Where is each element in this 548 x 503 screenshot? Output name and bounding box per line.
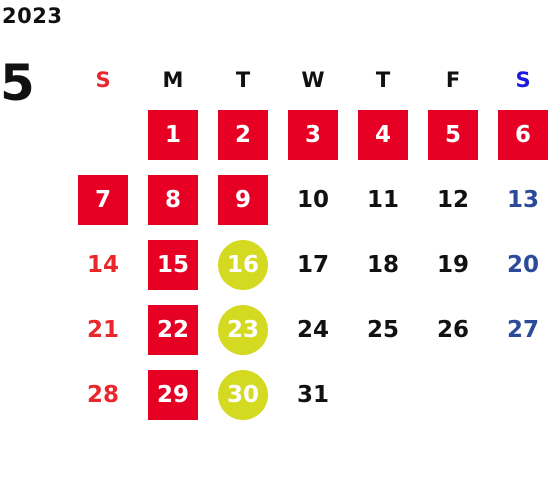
- holiday-date: 5: [428, 109, 478, 160]
- day-cell[interactable]: 21: [68, 297, 138, 362]
- weekday-thursday: T: [348, 60, 418, 102]
- day-cell[interactable]: 30: [208, 362, 278, 427]
- holiday-date: 8: [148, 174, 198, 225]
- date: 11: [366, 186, 399, 213]
- sunday-date: 21: [86, 316, 119, 343]
- day-cell[interactable]: 27: [488, 297, 548, 362]
- calendar-month: 5: [0, 54, 35, 112]
- day-cell[interactable]: 18: [348, 232, 418, 297]
- date: 19: [436, 251, 469, 278]
- weekday-label: T: [375, 68, 391, 92]
- weekday-saturday: S: [488, 60, 548, 102]
- highlighted-date: 16: [218, 239, 268, 290]
- week-row: 28 29 30 31: [68, 362, 548, 427]
- weekday-label: S: [95, 68, 111, 92]
- day-cell[interactable]: 13: [488, 167, 548, 232]
- day-cell[interactable]: 10: [278, 167, 348, 232]
- saturday-date: 20: [506, 251, 539, 278]
- holiday-date: 15: [148, 239, 198, 290]
- date: 10: [296, 186, 329, 213]
- day-cell[interactable]: 28: [68, 362, 138, 427]
- holiday-date: 22: [148, 304, 198, 355]
- holiday-date: 4: [358, 109, 408, 160]
- day-cell[interactable]: 12: [418, 167, 488, 232]
- day-cell[interactable]: 16: [208, 232, 278, 297]
- day-cell[interactable]: 7: [68, 167, 138, 232]
- weekday-sunday: S: [68, 60, 138, 102]
- weekday-label: S: [515, 68, 531, 92]
- holiday-date: 6: [498, 109, 548, 160]
- date: 17: [296, 251, 329, 278]
- holiday-date: 2: [218, 109, 268, 160]
- date: 12: [436, 186, 469, 213]
- day-cell[interactable]: 11: [348, 167, 418, 232]
- day-cell[interactable]: 3: [278, 102, 348, 167]
- day-cell[interactable]: 19: [418, 232, 488, 297]
- holiday-date: 9: [218, 174, 268, 225]
- week-row: 21 22 23 24 25 26 27: [68, 297, 548, 362]
- saturday-date: 27: [506, 316, 539, 343]
- week-row: 14 15 16 17 18 19 20: [68, 232, 548, 297]
- weekday-monday: M: [138, 60, 208, 102]
- day-cell[interactable]: 6: [488, 102, 548, 167]
- holiday-date: 29: [148, 369, 198, 420]
- day-cell[interactable]: 9: [208, 167, 278, 232]
- day-cell[interactable]: 20: [488, 232, 548, 297]
- day-cell[interactable]: 24: [278, 297, 348, 362]
- saturday-date: 13: [506, 186, 539, 213]
- day-cell[interactable]: 23: [208, 297, 278, 362]
- weekday-label: W: [301, 68, 325, 92]
- day-cell[interactable]: 1: [138, 102, 208, 167]
- day-cell[interactable]: 25: [348, 297, 418, 362]
- sunday-date: 28: [86, 381, 119, 408]
- day-cell[interactable]: 22: [138, 297, 208, 362]
- day-cell[interactable]: 31: [278, 362, 348, 427]
- date: 31: [296, 381, 329, 408]
- weekday-label: T: [235, 68, 251, 92]
- day-cell[interactable]: 26: [418, 297, 488, 362]
- day-cell[interactable]: 4: [348, 102, 418, 167]
- date: 18: [366, 251, 399, 278]
- weekday-wednesday: W: [278, 60, 348, 102]
- day-cell[interactable]: 17: [278, 232, 348, 297]
- weekday-label: F: [445, 68, 461, 92]
- weekday-tuesday: T: [208, 60, 278, 102]
- holiday-date: 1: [148, 109, 198, 160]
- date: 26: [436, 316, 469, 343]
- holiday-date: 7: [78, 174, 128, 225]
- day-cell[interactable]: 14: [68, 232, 138, 297]
- day-cell[interactable]: 15: [138, 232, 208, 297]
- highlighted-date: 30: [218, 369, 268, 420]
- day-cell[interactable]: 5: [418, 102, 488, 167]
- calendar-year: 2023: [2, 4, 63, 28]
- weekday-friday: F: [418, 60, 488, 102]
- sunday-date: 14: [86, 251, 119, 278]
- date: 25: [366, 316, 399, 343]
- highlighted-date: 23: [218, 304, 268, 355]
- day-cell[interactable]: 29: [138, 362, 208, 427]
- day-cell[interactable]: 2: [208, 102, 278, 167]
- weekday-label: M: [162, 68, 184, 92]
- date: 24: [296, 316, 329, 343]
- holiday-date: 3: [288, 109, 338, 160]
- day-cell[interactable]: 8: [138, 167, 208, 232]
